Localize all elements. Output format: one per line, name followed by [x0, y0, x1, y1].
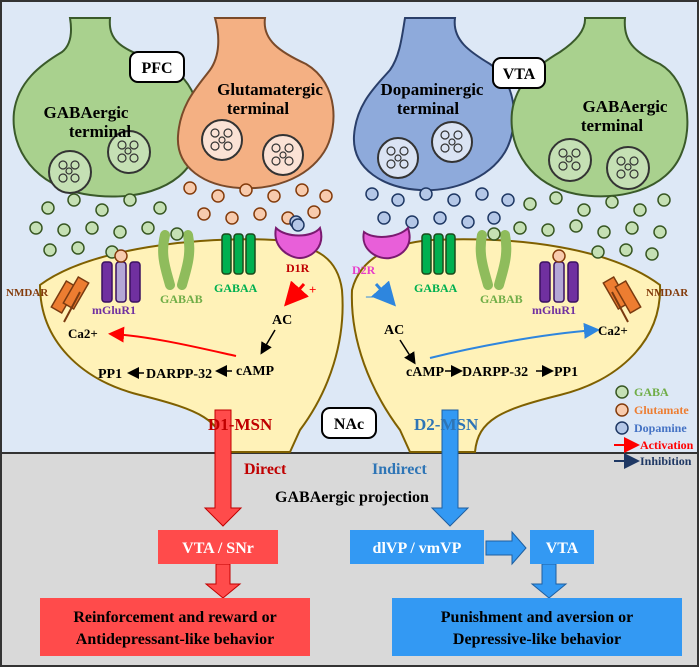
d2-ca-label: Ca2+: [598, 323, 628, 338]
d2-mglur1-receptor: [539, 249, 579, 303]
legend-gaba-label: GABA: [634, 385, 669, 399]
d1-gabab-label: GABAB: [160, 292, 203, 306]
legend-inhibition-label: Inhibition: [640, 454, 692, 468]
d1-camp-label: cAMP: [236, 364, 275, 379]
d1-camp-to-ca-arrow: [108, 326, 237, 357]
d1-ac-to-camp-arrow: [260, 329, 276, 355]
d2-gabab-label: GABAB: [480, 292, 523, 306]
d1-mglur1-label: mGluR1: [92, 303, 136, 317]
glut-terminal-label-2: terminal: [227, 99, 290, 118]
vta-snr-label: VTA / SNr: [182, 540, 254, 557]
legend-activation-label: Activation: [640, 438, 694, 452]
d1-mglur1-receptor: [101, 249, 141, 303]
d2-gabab-receptor: [475, 227, 512, 290]
dlvp-vmvp-box: [350, 530, 484, 564]
d2-ac-to-camp-arrow: [399, 339, 416, 365]
direct-label: Direct: [244, 461, 287, 478]
d2-nmdar-receptor: [602, 275, 642, 323]
legend-glutamate-swatch: [615, 403, 629, 417]
legend-dopamine-label: Dopamine: [634, 421, 687, 435]
d1r-label: D1R: [286, 261, 310, 275]
nac-label: NAc: [334, 416, 364, 433]
d2-outcome-line-1: Punishment and aversion or: [441, 609, 633, 626]
vta-label-box: [492, 57, 546, 89]
pfc-label-box: [129, 51, 185, 83]
d2-outcome-line-2: Depressive-like behavior: [453, 631, 621, 648]
glutamatergic-terminal: [176, 17, 335, 190]
d2-outcome-box: [392, 598, 682, 656]
d1-darpp-label: DARPP-32: [146, 367, 212, 382]
d1-ca-label: Ca2+: [68, 326, 98, 341]
d1-ac-label: AC: [272, 313, 292, 328]
d1-msn-label: D1-MSN: [208, 415, 273, 434]
d1r-sign: +: [309, 282, 316, 297]
vta-target-box: [530, 530, 594, 564]
indirect-label: Indirect: [372, 461, 427, 478]
d2-ac-label: AC: [384, 323, 404, 338]
d2-nmdar-label: NMDAR: [646, 287, 689, 299]
d1-pp1-label: PP1: [98, 367, 122, 382]
d1-outcome-line-1: Reinforcement and reward or: [73, 609, 276, 626]
d2r-sign: –: [365, 289, 374, 304]
d1-gabaa-receptor: [221, 233, 256, 275]
d2-pp1-label: PP1: [554, 365, 578, 380]
d1-outcome-box: [40, 598, 310, 656]
gaba-terminal-right-label-2: terminal: [581, 116, 644, 135]
gaba-terminal-left-label-2: terminal: [69, 122, 132, 141]
d2-darpp-label: DARPP-32: [462, 365, 528, 380]
gaba-terminal-left-label-1: GABAergic: [44, 103, 129, 122]
gaba-terminal-right: [510, 17, 689, 198]
glut-terminal-label-1: Glutamatergic: [217, 80, 323, 99]
legend-gaba-swatch: [615, 385, 629, 399]
d1r-activation-arrow: [284, 280, 309, 307]
pfc-label: PFC: [141, 60, 172, 77]
nac-label-box: [321, 407, 377, 439]
gaba-terminal-right-label-1: GABAergic: [583, 97, 668, 116]
d2-gabaa-label: GABAA: [414, 281, 458, 295]
legend: [614, 385, 640, 469]
indirect-projection-arrow: [430, 409, 568, 599]
d2r-receptor: [362, 226, 411, 260]
d2-msn-label: D2-MSN: [414, 415, 479, 434]
d2-camp-label: cAMP: [406, 365, 445, 380]
d2-gabaa-receptor: [421, 233, 456, 275]
dopaminergic-terminal: [352, 17, 515, 192]
vta-target-label: VTA: [546, 540, 579, 557]
d1r-receptor: [274, 218, 323, 260]
d1-nmdar-label: NMDAR: [6, 287, 49, 299]
dopa-terminal-label-2: terminal: [397, 99, 460, 118]
dlvp-vmvp-label: dlVP / vmVP: [373, 540, 462, 557]
d2r-inhibition-arrow: [371, 280, 396, 307]
d2-camp-to-ca-arrow: [429, 322, 600, 359]
d2-mglur1-label: mGluR1: [532, 303, 576, 317]
vta-top-label: VTA: [503, 66, 536, 83]
gaba-molecules: [29, 191, 671, 261]
d2r-label: D2R: [352, 263, 376, 277]
d1-gabaa-label: GABAA: [214, 281, 258, 295]
d1-nmdar-receptor: [50, 275, 90, 323]
legend-glutamate-label: Glutamate: [634, 403, 689, 417]
projection-label: GABAergic projection: [275, 489, 429, 506]
dopa-terminal-label-1: Dopaminergic: [381, 80, 484, 99]
direct-projection-arrow: [203, 409, 243, 599]
legend-dopamine-swatch: [615, 421, 629, 435]
vta-snr-box: [158, 530, 278, 564]
d1-outcome-line-2: Antidepressant-like behavior: [76, 631, 274, 648]
d1-gabab-receptor: [158, 227, 195, 290]
